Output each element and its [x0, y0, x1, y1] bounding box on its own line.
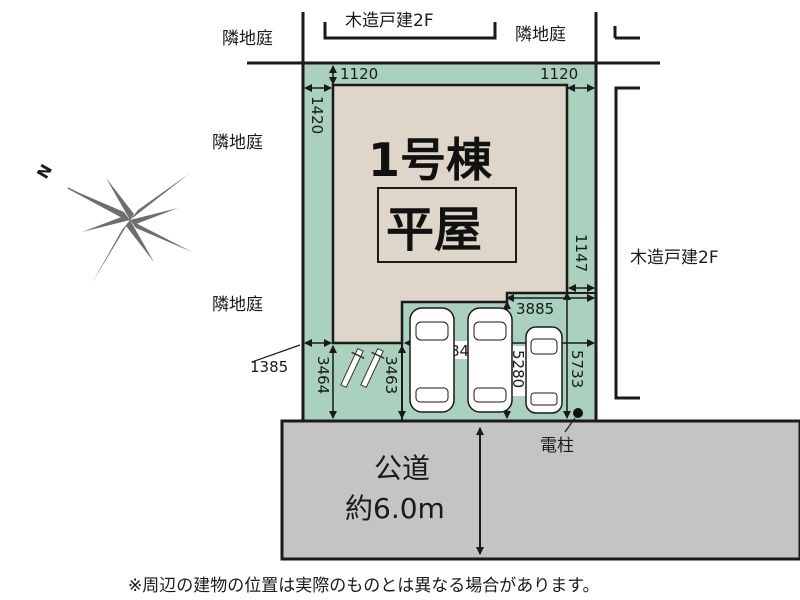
- car-3: [525, 326, 563, 414]
- top-house-outline: [323, 22, 497, 40]
- car-1: [409, 307, 455, 413]
- neighbor-house-right: 木造戸建2F: [630, 248, 719, 268]
- right-house-outline: [614, 86, 640, 400]
- road-width: 約6.0m: [345, 492, 445, 525]
- utility-pole-label: 電柱: [540, 436, 574, 456]
- neighbor-house-top: 木造戸建2F: [345, 11, 434, 31]
- dim-top-left-setback: 1120: [340, 65, 378, 83]
- bicycle-2: [360, 347, 385, 389]
- car-2: [467, 307, 513, 413]
- top-right-house-corner: [613, 26, 640, 40]
- neighbor-label-top-right: 隣地庭: [515, 25, 566, 45]
- dim-middle-depth: 3463: [382, 356, 400, 394]
- road-name: 公道: [374, 452, 430, 485]
- neighbor-label-left-upper: 隣地庭: [212, 133, 263, 153]
- north-label: N: [33, 161, 56, 182]
- neighbor-label-top-left: 隣地庭: [222, 29, 273, 49]
- compass-rose-icon: N: [33, 161, 192, 283]
- dim-parking-right-width: 3885: [516, 300, 554, 318]
- dim-bottom-left-width: 1385: [250, 358, 288, 376]
- utility-pole-icon: [573, 408, 583, 418]
- bicycle-1: [340, 347, 365, 389]
- building-name: 1号棟: [368, 133, 493, 187]
- dim-left-depth: 3464: [314, 356, 332, 394]
- dim-left-setback: 1420: [308, 96, 326, 134]
- public-road: [280, 419, 800, 561]
- dim-parking-depth-right: 5733: [568, 350, 586, 388]
- dim-right-setback: 1147: [572, 234, 590, 272]
- footnote: ※周辺の建物の位置は実際のものとは異なる場合があります。: [128, 576, 600, 596]
- dim-parking-depth-mid: 5280: [509, 350, 527, 388]
- building-type-box: [377, 187, 517, 263]
- dim-top-right-setback: 1120: [540, 65, 578, 83]
- building-type: 平屋: [386, 202, 482, 258]
- neighbor-label-left-lower: 隣地庭: [212, 295, 263, 315]
